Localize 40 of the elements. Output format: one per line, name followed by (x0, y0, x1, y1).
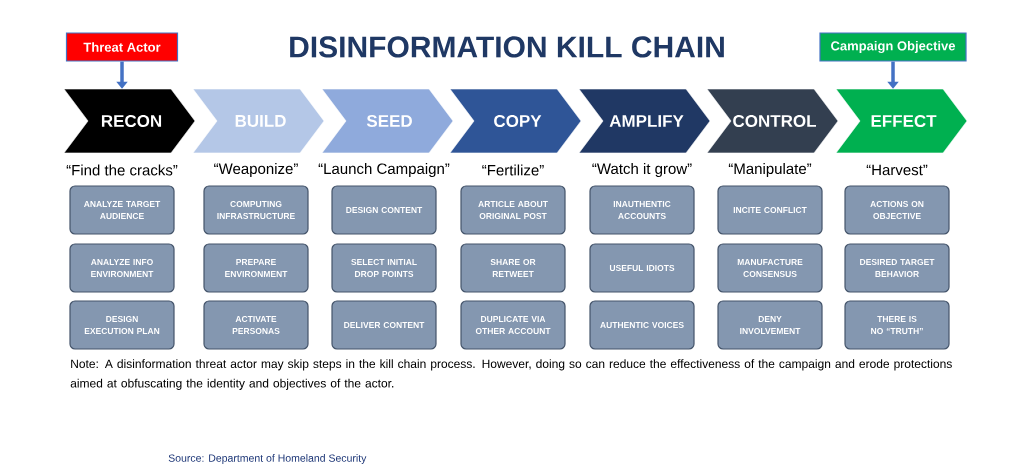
stage-caption: “Weaponize” (214, 163, 298, 177)
stage-banner: COPY (449, 88, 582, 154)
stage-caption: “Harvest” (866, 164, 928, 176)
task-box: DESIGN EXECUTION PLAN (69, 300, 175, 350)
stage-banner: RECON (63, 88, 196, 154)
task-box: DESIRED TARGET BEHAVIOR (844, 243, 950, 293)
task-box: USEFUL IDIOTS (589, 243, 695, 293)
task-box: AUTHENTIC VOICES (589, 300, 695, 350)
label-box: Threat Actor (65, 32, 179, 62)
task-box: INAUTHENTIC ACCOUNTS (589, 185, 695, 235)
stage-banner: EFFECT (835, 88, 968, 154)
task-box: COMPUTING INFRASTRUCTURE (203, 185, 309, 235)
stage-caption: “Fertilize” (482, 164, 544, 176)
stage-caption: “Find the cracks” (66, 164, 178, 176)
label-box: Campaign Objective (819, 32, 967, 62)
task-box: SHARE OR RETWEET (460, 243, 566, 293)
task-box: ACTIVATE PERSONAS (203, 300, 309, 350)
task-box: MANUFACTURE CONSENSUS (717, 243, 823, 293)
task-box: ARTICLE ABOUT ORIGINAL POST (460, 185, 566, 235)
stage-caption: “Manipulate” (728, 163, 812, 177)
task-box: DESIGN CONTENT (331, 185, 437, 235)
source-note: Source: Department of Homeland Security (168, 454, 367, 464)
stage-banner: AMPLIFY (578, 88, 711, 154)
stage-caption: “Launch Campaign” (318, 163, 450, 177)
note: Note: A disinformation threat actor may skip steps in the kill chain process. However, doing so can reduce the effectiveness of the campaign and erode protections aimed at obfuscating the identity and objectives of the actor. (70, 359, 952, 390)
stage-banner: CONTROL (706, 88, 839, 154)
task-box: ANALYZE INFO ENVIRONMENT (69, 243, 175, 293)
task-box: INCITE CONFLICT (717, 185, 823, 235)
task-box: ACTIONS ON OBJECTIVE (844, 185, 950, 235)
title: DISINFORMATION KILL CHAIN (290, 36, 724, 58)
task-box: DUPLICATE VIA OTHER ACCOUNT (460, 300, 566, 350)
stage-banner: SEED (321, 88, 454, 154)
task-box: PREPARE ENVIRONMENT (203, 243, 309, 293)
task-box: SELECT INITIAL DROP POINTS (331, 243, 437, 293)
task-box: ANALYZE TARGET AUDIENCE (69, 185, 175, 235)
task-box: DELIVER CONTENT (331, 300, 437, 350)
task-box: THERE IS NO “TRUTH” (844, 300, 950, 350)
stage-caption: “Watch it grow” (592, 163, 692, 177)
task-box: DENY INVOLVEMENT (717, 300, 823, 350)
stage-banner: BUILD (192, 88, 325, 154)
